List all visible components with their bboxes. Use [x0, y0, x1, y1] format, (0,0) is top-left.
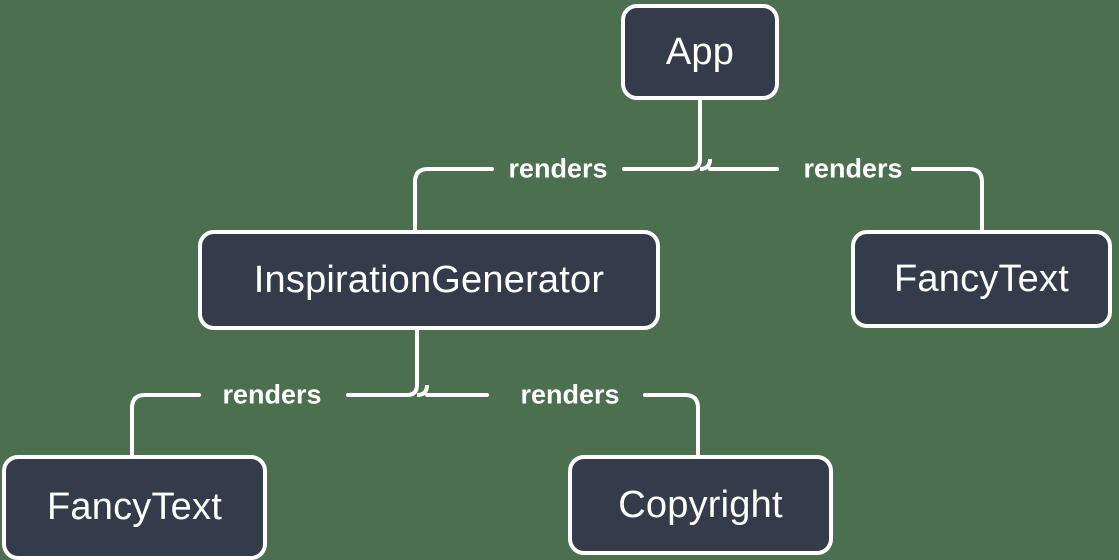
- node-app[interactable]: App: [621, 4, 779, 100]
- edge-app-to-inspiration-corner: [413, 167, 430, 232]
- edge-label-inspiration-fancytext: renders: [222, 379, 322, 410]
- edge-junction-row1-left: [688, 157, 702, 171]
- edge-inspiration-to-fancytext-corner: [130, 393, 147, 457]
- node-copyright-label: Copyright: [618, 483, 783, 526]
- node-copyright[interactable]: Copyright: [568, 455, 833, 555]
- node-inspiration-generator-label: InspirationGenerator: [253, 258, 605, 301]
- node-app-label: App: [665, 30, 735, 73]
- edge-junction-row2-right: [416, 384, 429, 397]
- edge-label-inspiration-copyright: renders: [520, 379, 620, 410]
- node-inspiration-generator[interactable]: InspirationGenerator: [198, 230, 660, 330]
- node-fancytext-right-label: FancyText: [894, 257, 1069, 300]
- node-fancytext-right[interactable]: FancyText: [851, 230, 1112, 328]
- edge-label-app-fancytext: renders: [803, 153, 903, 184]
- edge-label-app-inspiration: renders: [508, 153, 608, 184]
- node-fancytext-bottom-label: FancyText: [47, 486, 222, 528]
- node-fancytext-bottom[interactable]: FancyText: [2, 455, 267, 560]
- edge-junction-row2-left: [405, 383, 419, 397]
- edge-inspiration-to-copyright-corner: [683, 393, 700, 457]
- edge-junction-row1-right: [699, 158, 712, 171]
- edge-app-to-fancytext-corner: [967, 167, 984, 232]
